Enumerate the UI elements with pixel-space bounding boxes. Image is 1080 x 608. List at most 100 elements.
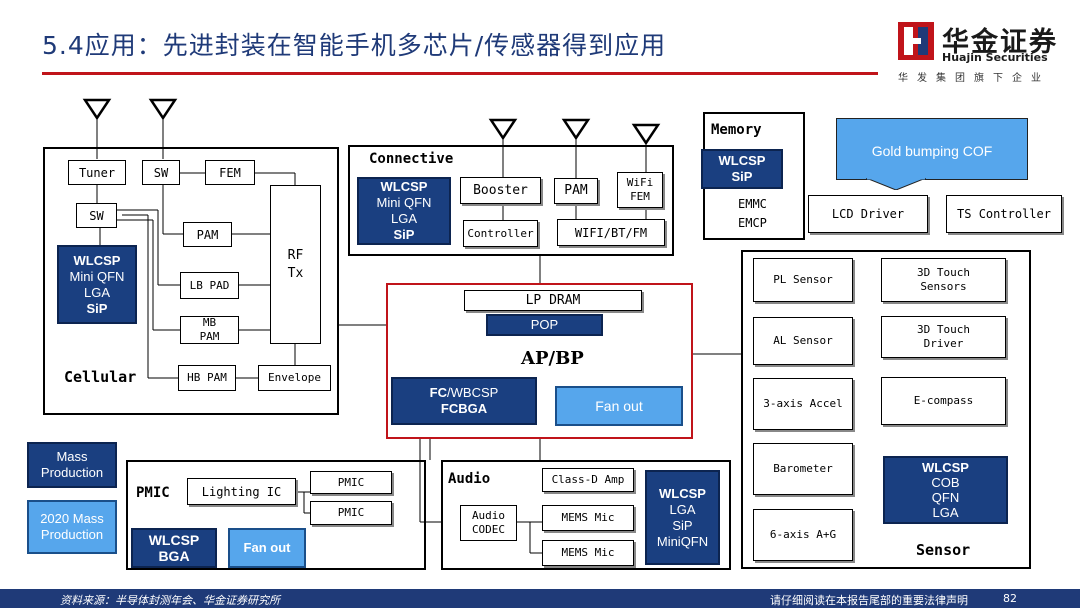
tuner-box: Tuner [68,160,126,185]
wifi-bt-fm-box: WIFI/BT/FM [557,219,665,246]
audio-codec-line-1: Audio [471,509,506,522]
audio-pkg-lga: LGA [669,501,696,517]
emmc-label: EMMC [738,197,767,211]
audio-codec-line-2: CODEC [471,523,506,536]
connective-pam-box: PAM [554,178,598,204]
3-axis-accel-box: 3-axis Accel [753,378,853,430]
fem-box: FEM [205,160,255,185]
cellular-pkg-sip: SiP [86,300,108,316]
connective-pkg-miniqfn: Mini QFN [376,195,432,210]
logo-text-cn: 华金证券 [942,27,1058,58]
3d-touch-sensors-line-2: Sensors [920,280,967,293]
wifi-fem-box: WiFi FEM [617,172,663,208]
gold-bumping-cof-callout: Gold bumping COF [836,118,1028,180]
logo-text-en: Huajin Securities [942,51,1048,64]
booster-box: Booster [460,177,541,204]
pmic-title: PMIC [136,485,170,501]
3d-touch-sensors-box: 3D Touch Sensors [881,258,1006,302]
fc-label: FC [429,385,448,400]
wbcsp-label: /WBCSP [447,385,499,400]
legend-2020-mass-production: 2020 Mass Production [27,500,117,554]
page-title: 5.4应用：先进封装在智能手机多芯片/传感器得到应用 [42,31,667,60]
controller-box: Controller [463,220,538,247]
legend-mass-production: Mass Production [27,442,117,488]
audio-pkg-sip: SiP [672,517,693,533]
pmic-package-box: WLCSP BGA [131,528,217,568]
memory-title: Memory [711,122,762,138]
callout-pointer-icon [866,178,926,190]
memory-pkg-sip: SiP [731,169,753,184]
sensor-title: Sensor [916,541,971,559]
connective-pkg-wlcsp: WLCSP [380,179,428,194]
pmic-box-2: PMIC [310,501,392,525]
rf-tx-box: RF Tx [270,185,321,344]
cellular-pkg-lga: LGA [83,284,110,300]
3d-touch-driver-line-1: 3D Touch [917,323,970,336]
legend-2020-line-1: 2020 Mass [40,511,104,526]
legend-2020-line-2: Production [40,527,104,542]
footer-source: 资料来源：半导体封测年会、华金证券研究所 [60,594,280,607]
3d-touch-driver-line-2: Driver [923,337,964,350]
sw-box-2: SW [76,203,117,228]
pop-box: POP [486,314,603,336]
footer-legal-notice: 请仔细阅读在本报告尾部的重要法律声明 [770,594,968,607]
sensor-pkg-wlcsp: WLCSP [922,460,969,475]
huajin-logo-icon [898,22,934,60]
pmic-pkg-wlcsp: WLCSP [148,532,200,548]
mems-mic-box-1: MEMS Mic [542,505,634,531]
mb-pam-line-1: MB [202,316,217,329]
audio-codec-box: Audio CODEC [460,505,517,541]
ap-fanout-box: Fan out [555,386,683,426]
lb-pad-box: LB PAD [180,272,239,299]
mb-pam-box: MB PAM [180,316,239,344]
cellular-pkg-wlcsp: WLCSP [73,252,121,268]
memory-package-box: WLCSP SiP [701,149,783,189]
title-underline [42,72,878,75]
ts-controller-box: TS Controller [946,195,1062,233]
connective-pkg-sip: SiP [393,227,415,242]
lighting-ic-box: Lighting IC [187,478,296,505]
pam-box: PAM [183,222,232,247]
sensor-package-box: WLCSP COB QFN LGA [883,456,1008,524]
e-compass-box: E-compass [881,377,1006,425]
3d-touch-sensors-line-1: 3D Touch [917,266,970,279]
wifi-fem-line-2: FEM [630,190,650,203]
cellular-title: Cellular [64,368,137,386]
audio-pkg-wlcsp: WLCSP [659,485,706,501]
lcd-driver-box: LCD Driver [808,195,928,233]
cellular-pkg-miniqfn: Mini QFN [69,268,125,284]
emcp-label: EMCP [738,216,767,230]
wifi-fem-line-1: WiFi [626,176,654,189]
ap-bp-title: AP/BP [521,348,584,369]
page-number: 82 [1003,592,1017,605]
rf-tx-line-2: Tx [287,265,304,281]
pl-sensor-box: PL Sensor [753,258,853,302]
footer-bar [0,589,1080,608]
envelope-box: Envelope [258,365,331,391]
cellular-package-box: WLCSP Mini QFN LGA SiP [57,245,137,324]
pmic-pkg-bga: BGA [158,548,190,564]
fc-wbcsp-fcbga-box: FC/WBCSP FCBGA [391,377,537,425]
3d-touch-driver-box: 3D Touch Driver [881,316,1006,358]
legend-mass-line-2: Production [40,465,104,480]
hb-pam-box: HB PAM [178,365,236,391]
class-d-amp-box: Class-D Amp [542,468,634,492]
pmic-box-1: PMIC [310,471,392,494]
memory-pkg-wlcsp: WLCSP [718,153,766,168]
connective-package-box: WLCSP Mini QFN LGA SiP [357,177,451,245]
mems-mic-box-2: MEMS Mic [542,540,634,566]
audio-title: Audio [448,471,491,487]
mb-pam-line-2: PAM [199,330,220,343]
sensor-pkg-cob: COB [931,475,960,490]
legend-mass-line-1: Mass [56,449,88,464]
rf-tx-line-1: RF [287,247,304,263]
audio-package-box: WLCSP LGA SiP MiniQFN [645,470,720,565]
audio-pkg-miniqfn: MiniQFN [656,533,709,549]
logo-subtitle: 华发集团旗下企业 [898,73,1050,84]
connective-pkg-lga: LGA [390,211,417,226]
pmic-fanout-box: Fan out [228,528,306,568]
connective-title: Connective [369,151,454,167]
sw-box-1: SW [142,160,180,185]
6-axis-ag-box: 6-axis A+G [753,509,853,561]
fcbga-label: FCBGA [440,401,488,416]
